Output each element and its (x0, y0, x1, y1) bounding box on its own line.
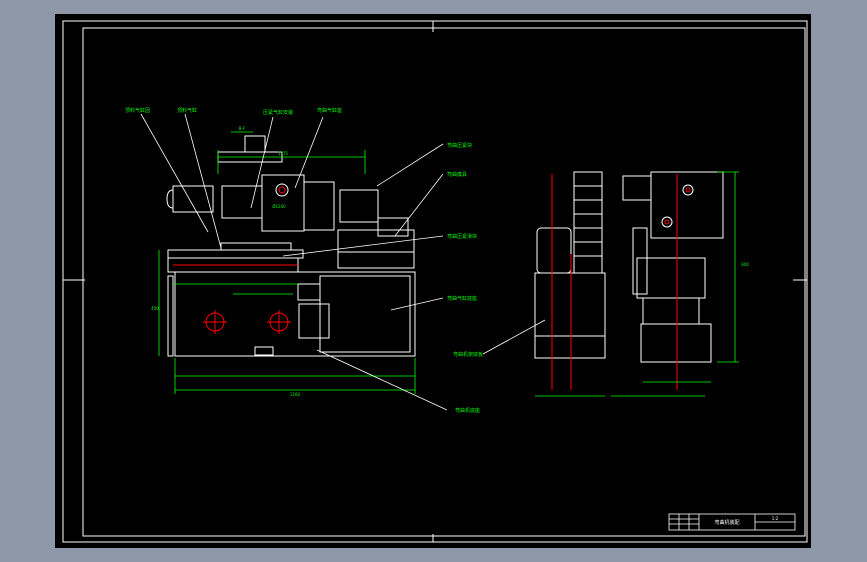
leader-c7 (282, 235, 444, 257)
callout-c4: 弯曲气缸座 (317, 107, 342, 114)
pad-label: Ø1200 (272, 204, 286, 209)
side-foot (534, 335, 606, 359)
outer-frame (62, 20, 808, 543)
leader-c2 (184, 113, 222, 249)
head-center (278, 186, 286, 194)
side2-centerlines (664, 174, 691, 390)
leader-c10 (316, 349, 448, 411)
cylinder-block (298, 303, 330, 339)
die-plate (220, 242, 292, 251)
dim-top-text: 1375 (278, 151, 289, 156)
base-right-panel (319, 275, 411, 353)
clamp-cylinder (339, 189, 379, 223)
side2-base (640, 323, 712, 363)
side-view-2 (622, 171, 724, 363)
housing-bolt-2 (661, 216, 673, 228)
leader-c4 (294, 116, 324, 189)
dim-cyl-text: B-F (239, 126, 246, 131)
leader-c3 (250, 116, 274, 209)
cylinder-side (536, 227, 572, 274)
callout-c9: 弯曲机架底板 (453, 351, 483, 358)
cad-drawing: 顶料气缸固 顶料气缸 压紧气缸安装 弯曲气缸座 弯曲压紧块 弯曲模具 弯曲压紧滑… (62, 20, 808, 543)
side2-lower-block (642, 297, 700, 325)
inner-frame (82, 27, 806, 537)
callout-c7: 弯曲压紧滑块 (447, 233, 477, 240)
leader-c9 (482, 319, 546, 355)
leader-c6 (394, 173, 444, 237)
leaders (140, 113, 546, 411)
base-left-plate (167, 275, 174, 357)
side2-center-mark-1 (685, 187, 691, 193)
front-view (166, 135, 416, 357)
side1-centerlines (551, 174, 572, 390)
callout-c6: 弯曲模具 (447, 171, 467, 178)
front-holes (173, 186, 298, 334)
side-base (534, 272, 606, 337)
side2-dims (611, 171, 739, 397)
leader-c8 (390, 297, 444, 311)
leader-c1 (140, 113, 209, 233)
table-plate (167, 249, 304, 259)
rear-cylinder (172, 185, 214, 213)
callout-c3: 压紧气缸安装 (263, 109, 293, 116)
base-foot (254, 346, 274, 356)
push-cylinder (221, 185, 263, 219)
dim-right-text: 300 (741, 262, 749, 267)
head-block (261, 174, 305, 232)
drawing-scale: 1:2 (772, 516, 779, 521)
housing-bolt-1 (682, 184, 694, 196)
support-block (337, 251, 415, 269)
front-dims (158, 131, 416, 394)
top-housing-side (622, 175, 652, 201)
title-block (668, 513, 796, 531)
top-housing (650, 171, 724, 239)
leader-c5 (376, 143, 444, 187)
head-side (303, 181, 335, 231)
side2-left-bar (632, 227, 648, 295)
dim-left-text: 450 (151, 306, 159, 311)
drawing-canvas: 顶料气缸固 顶料气缸 压紧气缸安装 弯曲气缸座 弯曲压紧块 弯曲模具 弯曲压紧滑… (55, 14, 811, 548)
callout-c1: 顶料气缸固 (125, 107, 150, 114)
callout-c5: 弯曲压紧块 (447, 142, 472, 149)
side2-center-mark-2 (664, 219, 670, 225)
rear-cylinder-cap (166, 189, 174, 209)
top-cap (244, 135, 266, 153)
side-view-1 (534, 171, 606, 359)
dim-bottom-text: 1160 (290, 392, 301, 397)
base-slot (297, 283, 321, 301)
callout-c10: 弯曲机底座 (455, 407, 480, 414)
callout-c2: 顶料气缸 (177, 107, 197, 114)
callout-c8: 弯曲气缸底座 (447, 295, 477, 302)
column (573, 171, 603, 274)
clamp-block (377, 217, 409, 237)
drawing-title: 弯曲机装配 (714, 519, 739, 526)
head-bolt (275, 183, 289, 197)
